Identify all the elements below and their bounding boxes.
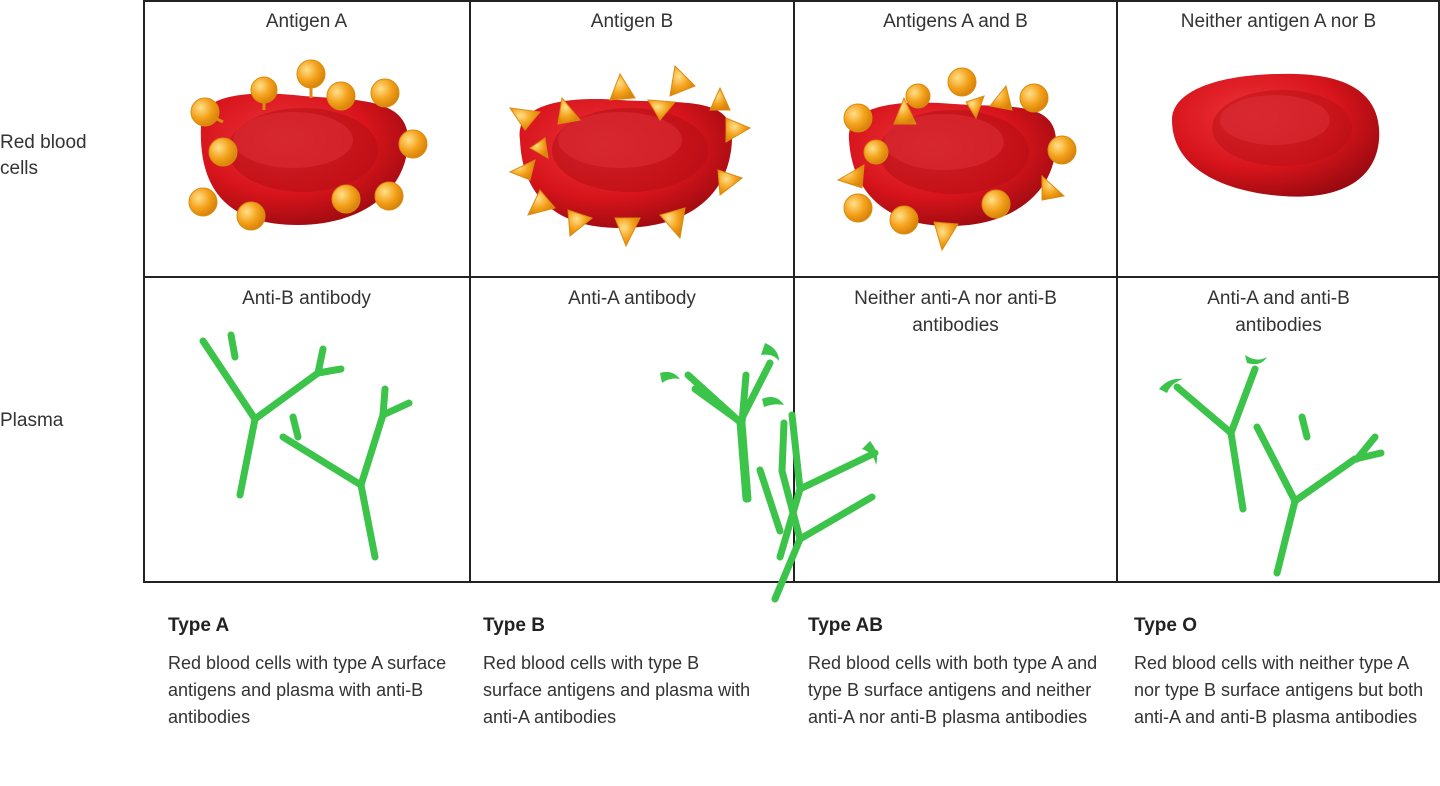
cell-anti-a-and-anti-b: Anti-A and anti-B antibodies [1117, 277, 1440, 583]
antibody-label: Anti-B antibody [242, 288, 371, 309]
rbc-antigens-ab-icon [836, 67, 1077, 252]
row-label-text: Plasma [0, 410, 64, 431]
type-ab-description: Type AB Red blood cells with both type A… [808, 613, 1098, 731]
type-o-description: Type O Red blood cells with neither type… [1134, 613, 1434, 731]
type-description: Red blood cells with both type A and typ… [808, 653, 1098, 727]
cell-anti-a-antibody: Anti-A antibody [470, 277, 879, 603]
y-antibody-icon [1173, 365, 1385, 577]
type-title: Type O [1134, 615, 1197, 636]
red-blood-cell-icon [1172, 73, 1380, 197]
red-blood-cell-icon [519, 99, 733, 229]
anti-a-antibody-arms [684, 359, 879, 561]
antigen-label: Antigens A and B [883, 11, 1028, 32]
binding-site-icon [1159, 355, 1267, 393]
type-a-description: Type A Red blood cells with type A surfa… [168, 613, 448, 731]
rbc-antigen-b-icon [508, 64, 752, 248]
row-label-red-blood-cells: Red blood cells [0, 130, 120, 182]
grid-lines [143, 0, 1440, 583]
red-blood-cell-icon [848, 102, 1056, 226]
type-description: Red blood cells with type A surface anti… [168, 653, 447, 727]
y-antibody-icon [199, 331, 413, 561]
blood-type-grid: Antigen A Antigen B [143, 0, 1440, 603]
cell-neither-antigen: Neither antigen A nor B [1117, 0, 1440, 277]
antigen-a-markers-icon [188, 59, 428, 231]
antigen-label: Antigen A [265, 11, 348, 32]
anti-a-antibody-icon [660, 343, 879, 603]
binding-site-icon [660, 343, 878, 465]
rbc-antigen-a-icon [188, 59, 428, 231]
type-description: Red blood cells with neither type A nor … [1134, 653, 1424, 727]
cell-anti-b-antibody: Anti-B antibody [143, 277, 470, 583]
cell-no-antibodies: Neither anti-A nor anti-B antibodies [794, 277, 1117, 583]
antibody-label: Neither anti-A nor anti-B antibodies [854, 288, 1057, 336]
cell-antigens-a-and-b: Antigens A and B [794, 0, 1117, 277]
antigen-label: Neither antigen A nor B [1180, 11, 1377, 32]
row-label-text: Red blood cells [0, 132, 87, 179]
row-label-plasma: Plasma [0, 408, 140, 434]
anti-a-and-anti-b-antibody-icon [1159, 355, 1385, 577]
antibody-label: Anti-A and anti-B antibodies [1207, 288, 1350, 336]
antigen-b-markers-icon [508, 64, 752, 248]
type-title: Type B [483, 615, 545, 636]
type-title: Type AB [808, 615, 883, 636]
type-description: Red blood cells with type B surface anti… [483, 653, 751, 727]
antibody-label: Anti-A antibody [568, 288, 696, 309]
rbc-no-antigen-icon [1172, 73, 1380, 197]
cell-antigen-b: Antigen B [470, 0, 794, 277]
anti-b-antibody-icon [199, 331, 413, 561]
cell-antigen-a: Antigen A [143, 0, 470, 277]
type-b-description: Type B Red blood cells with type B surfa… [483, 613, 763, 731]
type-title: Type A [168, 615, 230, 636]
antigen-ab-markers-icon [836, 67, 1077, 252]
antigen-label: Antigen B [590, 11, 674, 32]
